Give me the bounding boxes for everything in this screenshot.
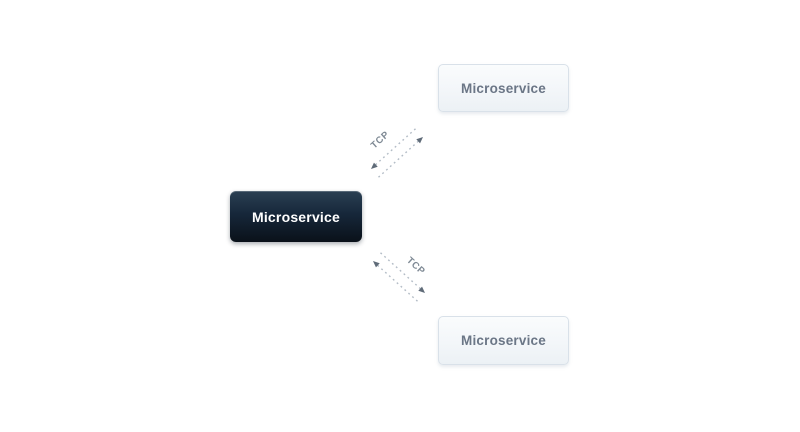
connector-label: TCP [404, 255, 427, 277]
connector-line [376, 264, 418, 302]
node-microservice-top-right: Microservice [438, 64, 569, 112]
connector-line [378, 140, 420, 178]
connection-bottom: TCP [373, 252, 427, 302]
node-label: Microservice [251, 208, 340, 225]
connector-line [380, 252, 422, 290]
node-label: Microservice [461, 333, 546, 348]
arrowhead-icon [418, 286, 425, 293]
connector-line [374, 128, 416, 166]
arrowhead-icon [373, 261, 380, 268]
node-microservice-center: Microservice [230, 191, 362, 242]
connector-label: TCP [369, 129, 392, 151]
arrowhead-icon [416, 137, 423, 144]
node-label: Microservice [461, 80, 546, 96]
node-microservice-bottom-right: Microservice [438, 316, 569, 365]
connection-top: TCP [369, 128, 423, 178]
arrowhead-icon [371, 162, 378, 169]
